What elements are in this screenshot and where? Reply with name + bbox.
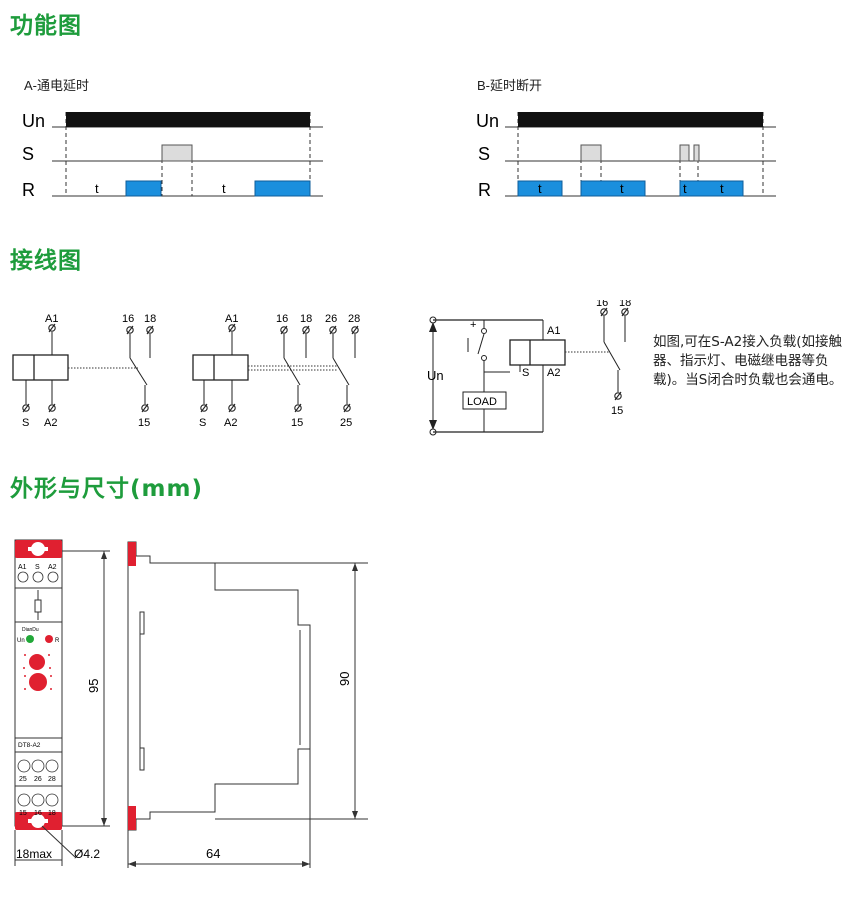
dim-hole: Ø4.2: [74, 847, 100, 861]
timing-a-un-bar: [66, 112, 310, 127]
dim-90: 90: [337, 672, 352, 686]
range-knob: [29, 673, 47, 691]
w1-a1: A1: [45, 313, 58, 325]
timing-b-un-bar: [518, 112, 763, 127]
timing-a-un-label: Un: [22, 111, 45, 131]
front-term-a1: A1: [18, 564, 27, 571]
front-view: A1 S A2 DianDu Un R DT8-A2 25 26 28 15: [14, 539, 63, 830]
w3-18: 18: [619, 300, 631, 309]
timing-b-t1: t: [538, 181, 542, 196]
w2-28: 28: [348, 313, 360, 325]
wiring-diagram-3: Un + LOAD A1 S A2 16 18 15: [427, 300, 631, 436]
front-t28: 28: [48, 776, 56, 783]
w3-load: LOAD: [467, 396, 497, 408]
timing-diagram-a: A-通电延时 Un S R t t: [22, 78, 323, 200]
dim-18max: 18max: [16, 847, 52, 861]
w2-a2: A2: [224, 417, 237, 429]
dimensions-title: 外形与尺寸(mm): [10, 476, 203, 502]
timing-a-r-pulse-2: [254, 180, 311, 197]
w2-s: S: [199, 417, 206, 429]
timing-a-caption: A-通电延时: [24, 78, 89, 93]
timing-b-caption: B-延时断开: [477, 78, 542, 93]
front-t16: 16: [34, 810, 42, 817]
w1-18: 18: [144, 313, 156, 325]
timing-a-t1: t: [95, 181, 99, 196]
front-t26: 26: [34, 776, 42, 783]
w2-26: 26: [325, 313, 337, 325]
w3-un: Un: [427, 368, 444, 383]
front-led-un-label: Un: [17, 638, 25, 644]
side-bottom-clip: [128, 806, 136, 830]
dimension-drawing: A1 S A2 DianDu Un R DT8-A2 25 26 28 15: [14, 539, 368, 868]
timing-a-t2: t: [222, 181, 226, 196]
wiring-note: 如图,可在S-A2接入负载(如接触器、指示灯、电磁继电器等负载)。当S闭合时负载…: [653, 334, 843, 388]
led-r: [45, 635, 53, 643]
timing-b-s-pulse-3: [693, 144, 700, 162]
wiring-diagram-title: 接线图: [10, 248, 82, 274]
front-t15: 15: [19, 810, 27, 817]
wiring-diagram-2: A1 S A2 16 18 15 26 28 25: [192, 313, 360, 429]
wiring-diagrams: A1 S A2 16 18 15 A1 S A2 16: [12, 300, 631, 436]
w3-a2: A2: [547, 367, 560, 379]
front-t18: 18: [48, 810, 56, 817]
w3-plus: +: [470, 319, 476, 331]
time-knob: [29, 654, 45, 670]
timing-a-r-pulse-1: [125, 180, 162, 197]
timing-a-s-label: S: [22, 144, 34, 164]
w2-16: 16: [276, 313, 288, 325]
w2-18: 18: [300, 313, 312, 325]
front-model: DT8-A2: [18, 742, 41, 749]
side-top-clip: [128, 542, 136, 566]
timing-b-un-label: Un: [476, 111, 499, 131]
wiring-diagram-1: A1 S A2 16 18 15: [12, 313, 156, 429]
timing-b-t3: t: [683, 181, 687, 196]
timing-b-s-pulse-2: [679, 144, 690, 162]
w1-a2: A2: [44, 417, 57, 429]
w1-s: S: [22, 417, 29, 429]
w2-15: 15: [291, 417, 303, 429]
timing-diagram-b: B-延时断开 Un S R t t t t: [476, 78, 776, 200]
dim-95: 95: [86, 679, 101, 693]
timing-b-r-pulse-1: [517, 180, 563, 197]
w3-a1: A1: [547, 325, 560, 337]
w3-15: 15: [611, 405, 623, 417]
led-un: [26, 635, 34, 643]
front-t25: 25: [19, 776, 27, 783]
timing-b-s-pulse-1: [580, 144, 602, 162]
timing-a-r-label: R: [22, 180, 35, 200]
function-diagram-title: 功能图: [10, 13, 82, 39]
side-view: [127, 541, 311, 831]
timing-a-s-pulse: [161, 144, 193, 162]
w1-16: 16: [122, 313, 134, 325]
timing-b-r-label: R: [478, 180, 491, 200]
w3-s: S: [522, 367, 529, 379]
timing-b-s-label: S: [478, 144, 490, 164]
timing-b-r-pulse-2: [580, 180, 646, 197]
w2-25: 25: [340, 417, 352, 429]
front-led-r-label: R: [55, 638, 60, 644]
w2-a1: A1: [225, 313, 238, 325]
timing-b-t2: t: [620, 181, 624, 196]
w1-15: 15: [138, 417, 150, 429]
front-term-s: S: [35, 564, 40, 571]
front-term-a2: A2: [48, 564, 57, 571]
timing-b-t4: t: [720, 181, 724, 196]
front-brand: DianDu: [22, 627, 39, 633]
timing-b-r-pulse-3: [679, 180, 744, 197]
dim-64: 64: [206, 846, 220, 861]
w3-16: 16: [596, 300, 608, 309]
